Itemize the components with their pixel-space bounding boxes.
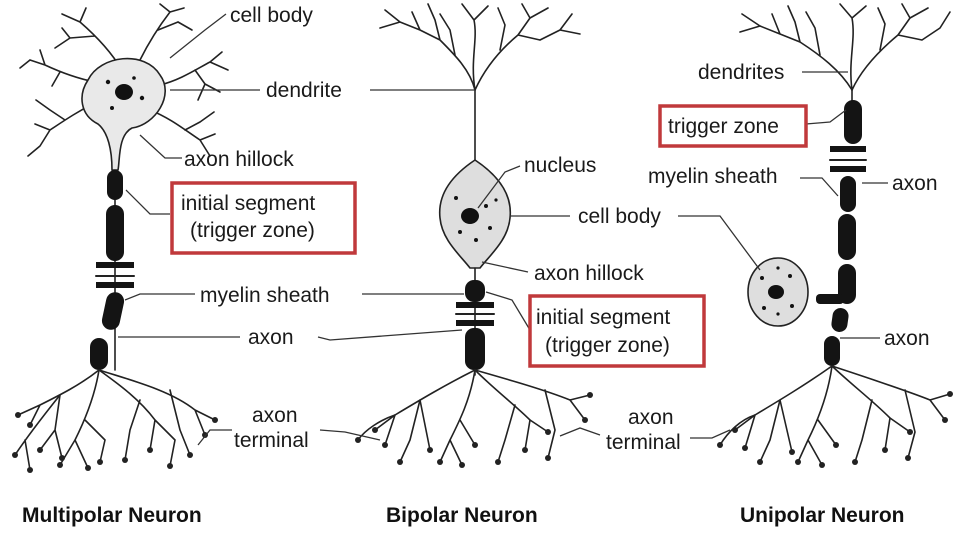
bipolar-label-cell-body: cell body [578, 205, 661, 228]
bipolar-dendrites [379, 3, 581, 91]
unipolar-trigger-zone-box [658, 104, 808, 148]
multipolar-myelin-4 [90, 338, 108, 370]
unipolar-myelin-5 [831, 308, 849, 332]
unipolar-axon-terminals [719, 365, 951, 466]
unipolar-label-axon-bottom: axon [884, 327, 930, 350]
multipolar-label-axon-terminal-1: axon [252, 404, 298, 427]
multipolar-label-myelin-sheath: myelin sheath [200, 284, 330, 307]
multipolar-caption: Multipolar Neuron [22, 504, 202, 527]
multipolar-label-initial-segment: initial segment [181, 192, 315, 215]
bipolar-label-nucleus: nucleus [524, 154, 596, 177]
multipolar-dendrites [19, 3, 229, 157]
bipolar-neuron: nucleus cell body axon hillock initial s… [317, 3, 706, 527]
multipolar-trigger-zone-box [170, 181, 357, 255]
bipolar-myelin-1 [465, 280, 485, 302]
multipolar-nucleus [115, 84, 133, 100]
bipolar-nucleus [461, 208, 479, 224]
multipolar-label-axon: axon [248, 326, 294, 349]
unipolar-label-myelin-sheath: myelin sheath [648, 165, 778, 188]
multipolar-cell-body [81, 57, 166, 171]
multipolar-axon-terminals [14, 369, 216, 471]
unipolar-label-axon-top: axon [892, 172, 938, 195]
unipolar-myelin-1 [844, 100, 862, 144]
multipolar-label-trigger-zone: (trigger zone) [190, 219, 315, 242]
multipolar-myelin-2 [106, 205, 124, 261]
bipolar-label-trigger-zone: (trigger zone) [545, 334, 670, 357]
multipolar-label-axon-hillock: axon hillock [184, 148, 294, 171]
bipolar-label-initial-segment: initial segment [536, 306, 670, 329]
unipolar-myelin-3 [838, 214, 856, 260]
bipolar-caption: Bipolar Neuron [386, 504, 538, 527]
bipolar-myelin-2 [465, 328, 485, 370]
unipolar-myelin-4 [838, 264, 856, 304]
multipolar-myelin-1 [107, 170, 123, 200]
unipolar-neuron: dendrites trigger zone myelin sheath axo… [606, 3, 953, 527]
unipolar-label-trigger-zone: trigger zone [668, 115, 779, 138]
multipolar-myelin-3 [101, 292, 125, 330]
multipolar-label-axon-terminal-2: terminal [234, 429, 309, 452]
unipolar-nucleus [768, 285, 784, 299]
unipolar-myelin-6 [824, 336, 840, 366]
unipolar-label-axon-terminal-2: terminal [606, 431, 681, 454]
bipolar-trigger-zone-box [528, 294, 706, 368]
multipolar-label-dendrite: dendrite [266, 79, 342, 102]
bipolar-label-axon-hillock: axon hillock [534, 262, 644, 285]
unipolar-label-dendrites: dendrites [698, 61, 784, 84]
multipolar-neuron: cell body dendrite axon hillock initial … [12, 3, 357, 527]
unipolar-myelin-2 [840, 176, 856, 212]
unipolar-dendrites [739, 3, 951, 91]
unipolar-caption: Unipolar Neuron [740, 504, 905, 527]
unipolar-label-axon-terminal-1: axon [628, 406, 674, 429]
multipolar-label-cell-body: cell body [230, 4, 313, 27]
bipolar-axon-terminals [357, 369, 591, 466]
